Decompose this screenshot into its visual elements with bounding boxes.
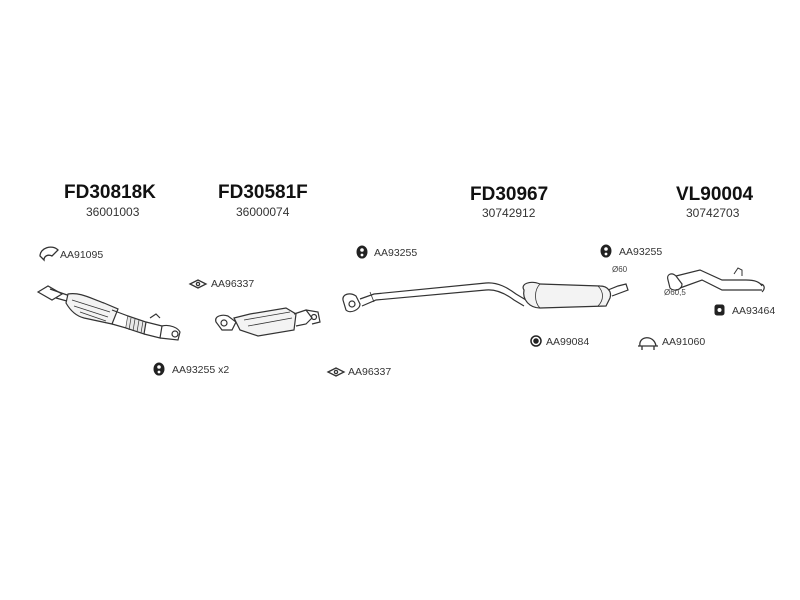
rubber-hanger-icon <box>356 245 368 259</box>
rubber-hanger-icon <box>714 304 725 316</box>
part-number-fd30581f: 36000074 <box>236 205 290 219</box>
part-vl90004-drawing <box>667 267 765 293</box>
accessory-label: AA91095 <box>60 249 104 261</box>
accessory-label: AA93464 <box>732 305 776 317</box>
accessory-label: AA96337 <box>211 278 255 290</box>
rubber-hanger-icon <box>153 362 165 376</box>
part-number-fd30818k: 36001003 <box>86 205 140 219</box>
part-code-fd30818k: FD30818K <box>64 182 156 203</box>
part-number-vl90004: 30742703 <box>686 206 740 220</box>
accessory-label: AA99084 <box>546 336 590 348</box>
gasket-icon <box>326 367 346 377</box>
accessory-label: AA93255 <box>374 247 418 259</box>
accessory-label: AA93255 <box>619 246 663 258</box>
part-number-fd30967: 30742912 <box>482 206 536 220</box>
rubber-mount-icon <box>530 335 542 347</box>
accessory-label: AA91060 <box>662 336 706 348</box>
diameter-label: Ø60 <box>612 265 628 274</box>
clamp-icon <box>638 337 658 350</box>
part-code-fd30967: FD30967 <box>470 184 549 205</box>
rubber-hanger-icon <box>600 244 612 258</box>
gasket-icon <box>188 279 208 289</box>
accessory-label: AA93255 x2 <box>172 364 230 376</box>
accessory-label: AA96337 <box>348 366 392 378</box>
part-code-vl90004: VL90004 <box>676 184 754 205</box>
clamp-icon <box>39 246 59 262</box>
part-code-fd30581f: FD30581F <box>218 182 308 203</box>
part-fd30581f-drawing <box>215 307 321 337</box>
diameter-label: Ø60,5 <box>664 288 686 297</box>
part-fd30818k-drawing <box>36 285 181 341</box>
part-fd30967-drawing <box>342 281 629 313</box>
